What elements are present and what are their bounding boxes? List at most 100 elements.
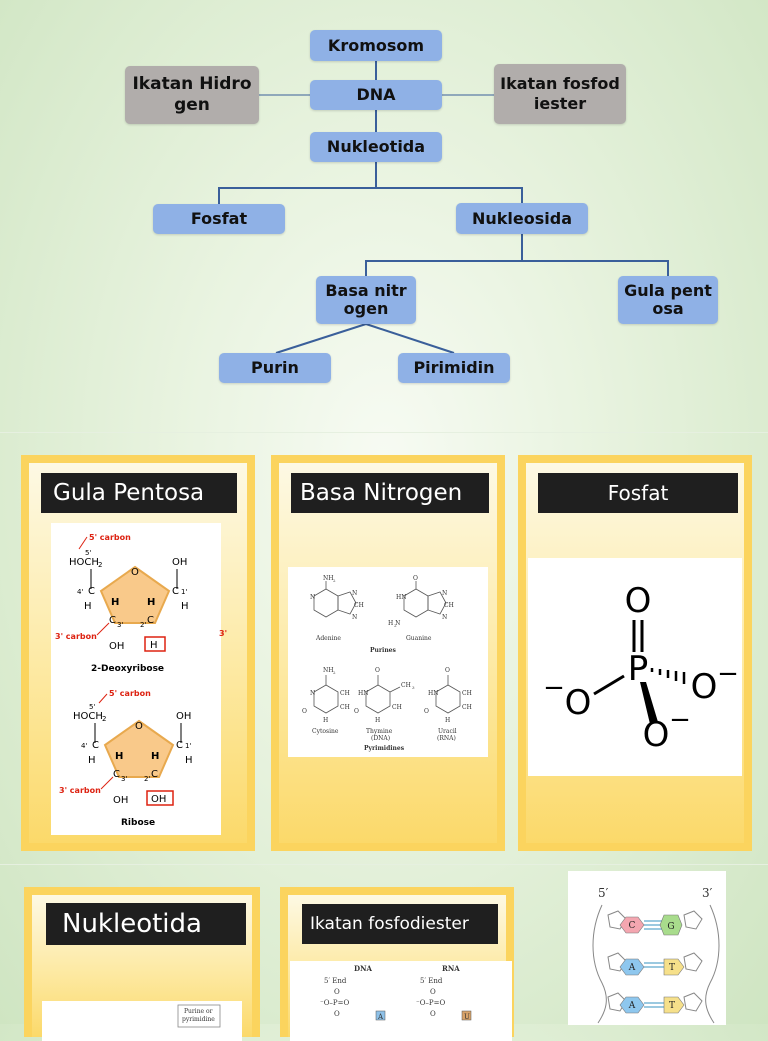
svg-text:NH: NH	[323, 575, 333, 582]
svg-text:5': 5'	[89, 703, 95, 711]
svg-text:3': 3'	[121, 775, 127, 783]
svg-text:DNA: DNA	[354, 964, 372, 973]
deoxyribose-structure: 5' carbon 5' HOCH 2 OH O 4' C C 1' H H	[55, 533, 189, 674]
panel-title: Gula Pentosa	[41, 473, 237, 513]
svg-text:HN: HN	[428, 690, 438, 697]
svg-text:O: O	[334, 988, 340, 996]
svg-text:5′ End: 5′ End	[420, 977, 443, 985]
svg-text:O: O	[375, 667, 380, 674]
svg-text:(DNA): (DNA)	[371, 735, 390, 742]
svg-text:C: C	[92, 740, 99, 751]
svg-text:5′ End: 5′ End	[324, 977, 347, 985]
svg-text:H: H	[150, 640, 158, 651]
components-slide: Gula Pentosa 5' carbon 5' HOCH 2 OH O 4'…	[0, 432, 768, 865]
svg-text:N: N	[352, 614, 357, 621]
node-ikatan-fosfodiester: Ikatan fosfodiester	[494, 64, 626, 124]
svg-text:3′: 3′	[702, 886, 713, 900]
phosphate-structure: O P O − O − O −	[543, 581, 739, 755]
svg-text:CH: CH	[401, 682, 411, 689]
svg-text:H: H	[323, 717, 328, 724]
svg-text:2: 2	[333, 670, 336, 675]
svg-text:−: −	[717, 659, 739, 689]
svg-text:Purines: Purines	[370, 647, 396, 654]
node-basa-nitrogen: Basa nitrogen	[316, 276, 416, 324]
svg-text:3: 3	[412, 685, 415, 690]
svg-text:−: −	[669, 705, 691, 735]
connector-nukleosida-gula	[522, 260, 669, 276]
svg-text:O: O	[424, 708, 429, 715]
svg-text:OH: OH	[172, 557, 187, 568]
svg-text:H: H	[115, 751, 123, 762]
svg-text:2-Deoxyribose: 2-Deoxyribose	[91, 664, 164, 674]
svg-text:Pyrimidines: Pyrimidines	[364, 745, 405, 752]
svg-text:T: T	[669, 963, 675, 973]
svg-text:5′: 5′	[598, 886, 609, 900]
svg-text:O: O	[354, 708, 359, 715]
svg-text:Adenine: Adenine	[315, 635, 341, 642]
svg-text:N: N	[442, 614, 447, 621]
svg-text:P: P	[628, 649, 649, 689]
svg-text:O: O	[643, 715, 670, 755]
svg-text:3': 3'	[117, 621, 123, 629]
svg-text:N: N	[310, 690, 315, 697]
connector-basa-pirimidin	[365, 323, 455, 354]
node-pirimidin: Pirimidin	[398, 353, 510, 383]
svg-text:Uracil: Uracil	[438, 728, 457, 735]
stray-3-prime-label: 3'	[219, 629, 227, 638]
connector-nukleosida-basa	[365, 234, 523, 276]
svg-text:3' carbon: 3' carbon	[59, 786, 101, 795]
svg-text:C: C	[113, 769, 120, 780]
node-gula-pentosa: Gula pentosa	[618, 276, 718, 324]
svg-text:5': 5'	[85, 549, 91, 557]
svg-text:C: C	[147, 615, 154, 626]
svg-text:2': 2'	[140, 621, 146, 629]
svg-text:C: C	[176, 740, 183, 751]
node-dna: DNA	[310, 80, 442, 110]
node-purin: Purin	[219, 353, 331, 383]
concept-map-slide: Kromosom DNA Ikatan Hidrogen Ikatan fosf…	[0, 0, 768, 432]
connector-lines	[218, 60, 669, 354]
node-nukleotida: Nukleotida	[310, 132, 442, 162]
svg-text:H: H	[147, 597, 155, 608]
svg-text:H: H	[88, 755, 96, 766]
svg-text:H N: H N	[388, 620, 400, 627]
svg-text:CH: CH	[340, 704, 350, 711]
panel-nukleotida: Nukleotida Purine or pyrimidine	[24, 887, 260, 1041]
svg-text:OH: OH	[113, 795, 128, 806]
panel-gula-pentosa: Gula Pentosa 5' carbon 5' HOCH 2 OH O 4'…	[21, 455, 255, 851]
svg-text:C: C	[109, 615, 116, 626]
svg-text:H: H	[375, 717, 380, 724]
svg-text:O: O	[302, 708, 307, 715]
svg-text:Purine or: Purine or	[184, 1008, 213, 1015]
svg-text:CH: CH	[462, 690, 472, 697]
svg-text:O: O	[334, 1010, 340, 1018]
sugar-structures-image: 5' carbon 5' HOCH 2 OH O 4' C C 1' H H	[51, 523, 221, 835]
svg-text:O: O	[413, 575, 418, 582]
panel-title: Basa Nitrogen	[291, 473, 489, 513]
svg-text:RNA: RNA	[442, 964, 460, 973]
svg-text:O: O	[131, 567, 139, 578]
dna-double-strand-image: 5′ 3′ C	[568, 871, 726, 1025]
svg-text:1': 1'	[185, 742, 191, 750]
svg-text:H: H	[181, 601, 189, 612]
svg-text:N: N	[310, 594, 315, 601]
deoxyribose-ribose-diagram: 5' carbon 5' HOCH 2 OH O 4' C C 1' H H	[55, 533, 193, 828]
svg-text:4': 4'	[77, 588, 83, 596]
phosphate-image: O P O − O − O −	[528, 558, 742, 776]
svg-text:O: O	[135, 721, 143, 732]
nucleotide-slide: Nukleotida Purine or pyrimidine Ikatan f…	[0, 864, 768, 1041]
svg-text:A: A	[628, 1001, 636, 1011]
svg-text:G: G	[667, 922, 674, 932]
svg-text:⁻O–P=O: ⁻O–P=O	[320, 999, 350, 1007]
svg-text:OH: OH	[176, 711, 191, 722]
svg-text:C: C	[172, 586, 179, 597]
svg-text:HOCH: HOCH	[73, 711, 103, 722]
svg-text:O: O	[565, 683, 592, 723]
svg-text:C: C	[629, 921, 636, 931]
svg-text:Guanine: Guanine	[406, 635, 432, 642]
svg-text:1': 1'	[181, 588, 187, 596]
connector-nukleotida-fosfat	[218, 162, 377, 204]
svg-text:CH: CH	[354, 602, 364, 609]
svg-text:5' carbon: 5' carbon	[89, 533, 131, 542]
